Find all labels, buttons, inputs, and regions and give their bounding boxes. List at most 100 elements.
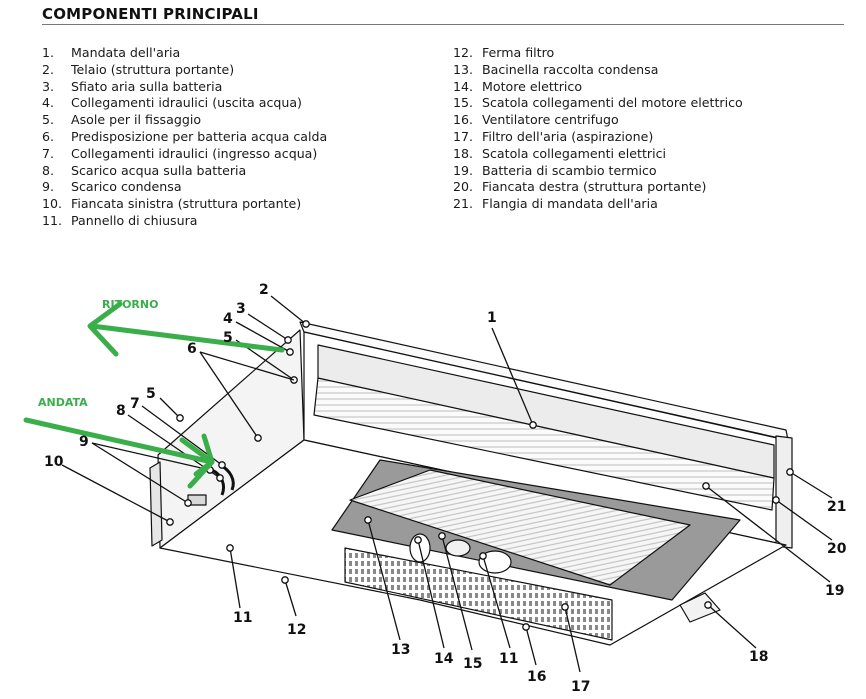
- legend-label: Fiancata sinistra (struttura portante): [71, 196, 302, 212]
- outlet-top-band: [317, 344, 775, 479]
- callout-number: 6: [187, 341, 197, 357]
- legend-number: 19.: [453, 162, 474, 178]
- callout-number: 11: [233, 610, 252, 626]
- legend-label: Flangia di mandata dell'aria: [482, 196, 658, 212]
- supply-flow-pointer: [193, 433, 215, 477]
- legend-number: 3.: [42, 78, 55, 94]
- legend-number: 12.: [453, 45, 474, 60]
- callout-number: 20: [827, 541, 847, 557]
- legend-label: Scatola collegamenti elettrici: [482, 145, 666, 161]
- legend-label: Batteria di scambio termico: [482, 162, 657, 178]
- legend-item: 20.Fiancata destra (struttura portante): [453, 179, 743, 196]
- legend-item: 16. Ventilatore centrifugo: [453, 112, 743, 129]
- callout-number: 5: [146, 386, 156, 402]
- callout-number: 13: [391, 642, 410, 658]
- supply-label: ANDATA: [38, 396, 88, 409]
- title-rule: [42, 24, 844, 25]
- legend-item: 4. Collegamenti idraulici (uscita acqua): [42, 95, 327, 112]
- legend-item: 5. Asole per il fissaggio: [42, 112, 327, 129]
- electrical-box: [679, 592, 721, 623]
- legend-number: 5.: [42, 112, 55, 128]
- callout-number: 18: [749, 649, 768, 665]
- legend-number: 16.: [453, 112, 474, 128]
- legend-item: 11. Pannello di chiusura: [42, 213, 327, 230]
- legend-item: 18. Scatola collegamenti elettrici: [453, 146, 743, 163]
- callout-number: 4: [223, 311, 233, 327]
- callout-number: 21: [827, 499, 846, 515]
- callout-number: 11: [499, 651, 518, 667]
- callout-number: 15: [463, 656, 482, 672]
- legend-item: 19. Batteria di scambio termico: [453, 163, 743, 180]
- legend-label: Filtro dell'aria (aspirazione): [482, 128, 654, 144]
- unit-body: [149, 321, 793, 646]
- legend-number: 7.: [42, 145, 55, 161]
- legend-label: Bacinella raccolta condensa: [482, 61, 659, 77]
- legend-number: 6.: [42, 128, 55, 144]
- callout-number: 2: [259, 282, 269, 298]
- legend-item: 17. Filtro dell'aria (aspirazione): [453, 129, 743, 146]
- callout-number: 14: [434, 651, 454, 667]
- legend-number: 2.: [42, 61, 55, 77]
- legend-item: 10. Fiancata sinistra (struttura portante…: [42, 196, 327, 213]
- legend-item: 1.Mandata dell'aria: [42, 45, 327, 62]
- callout-number: 19: [825, 583, 844, 599]
- legend-number: 10.: [42, 196, 63, 212]
- legend-number: 14.: [453, 78, 474, 94]
- return-flow-arrow: [87, 301, 285, 357]
- legend-label: Scarico acqua sulla batteria: [71, 162, 247, 178]
- legend-number: 11.: [42, 212, 63, 228]
- legend-label: Scatola collegamenti del motore elettric…: [482, 95, 743, 111]
- legend-label: Ferma filtro: [482, 45, 555, 60]
- callout-numbers: 1 2 3 4 5 6 5 7 8 9 10 11 12 13 14 15 11…: [44, 282, 847, 695]
- left-side-flange: [149, 461, 163, 547]
- legend-number: 4.: [42, 95, 55, 111]
- centrifugal-fan-housing: [349, 469, 691, 586]
- callout-number: 9: [79, 434, 89, 450]
- legend-label: Mandata dell'aria: [71, 45, 181, 60]
- legend-number: 18.: [453, 145, 474, 161]
- callout-leaders: [61, 295, 833, 673]
- callout-number: 7: [130, 396, 140, 412]
- legend-item: 6. Predisposizione per batteria acqua cal…: [42, 129, 327, 146]
- legend-item: 9. Scarico condensa: [42, 179, 327, 196]
- legend-label: Motore elettrico: [482, 78, 583, 94]
- legend-label: Predisposizione per batteria acqua calda: [71, 128, 328, 144]
- legend-label: Asole per il fissaggio: [71, 112, 202, 128]
- legend-number: 13.: [453, 61, 474, 77]
- legend-item: 21. Flangia di mandata dell'aria: [453, 196, 743, 213]
- legend-number: 20.: [453, 179, 474, 195]
- legend-number: 9.: [42, 179, 55, 195]
- callout-number: 8: [116, 403, 126, 419]
- legend-label: Collegamenti idraulici (uscita acqua): [71, 95, 302, 111]
- callout-number: 3: [236, 301, 246, 317]
- callout-number: 10: [44, 454, 64, 470]
- legend-item: 15.Scatola collegamenti del motore elett…: [453, 95, 743, 112]
- legend-label: Scarico condensa: [71, 179, 182, 195]
- callout-number: 12: [287, 622, 306, 638]
- callout-number: 16: [527, 669, 546, 685]
- page-title: COMPONENTI PRINCIPALI: [42, 5, 259, 23]
- legend-label: Telaio (struttura portante): [71, 61, 235, 77]
- legend-number: 17.: [453, 128, 474, 144]
- legend-item: 3. Sfiato aria sulla batteria: [42, 79, 327, 96]
- callout-number: 17: [571, 679, 590, 695]
- legend-label: Pannello di chiusura: [71, 212, 198, 228]
- air-filter: [344, 547, 613, 641]
- return-label: RITORNO: [102, 298, 158, 311]
- legend-label: Collegamenti idraulici (ingresso acqua): [71, 145, 318, 161]
- legend-number: 21.: [453, 196, 474, 212]
- legend-item: 14. Motore elettrico: [453, 79, 743, 96]
- legend-number: 8.: [42, 162, 55, 178]
- legend-label: Ventilatore centrifugo: [482, 112, 619, 128]
- callout-number: 1: [487, 310, 497, 326]
- water-flow-arrows: [23, 301, 285, 489]
- legend-item: 13. Bacinella raccolta condensa: [453, 62, 743, 79]
- legend-item: 7. Collegamenti idraulici (ingresso acqua…: [42, 146, 327, 163]
- legend-item: 8. Scarico acqua sulla batteria: [42, 163, 327, 180]
- motor-junction-box: [445, 539, 471, 557]
- legend-item: 12. Ferma filtro: [453, 45, 743, 62]
- callout-number: 5: [223, 330, 233, 346]
- legend-right: 12. Ferma filtro 13. Bacinella raccolta co…: [453, 45, 743, 213]
- legend-label: Sfiato aria sulla batteria: [71, 78, 223, 94]
